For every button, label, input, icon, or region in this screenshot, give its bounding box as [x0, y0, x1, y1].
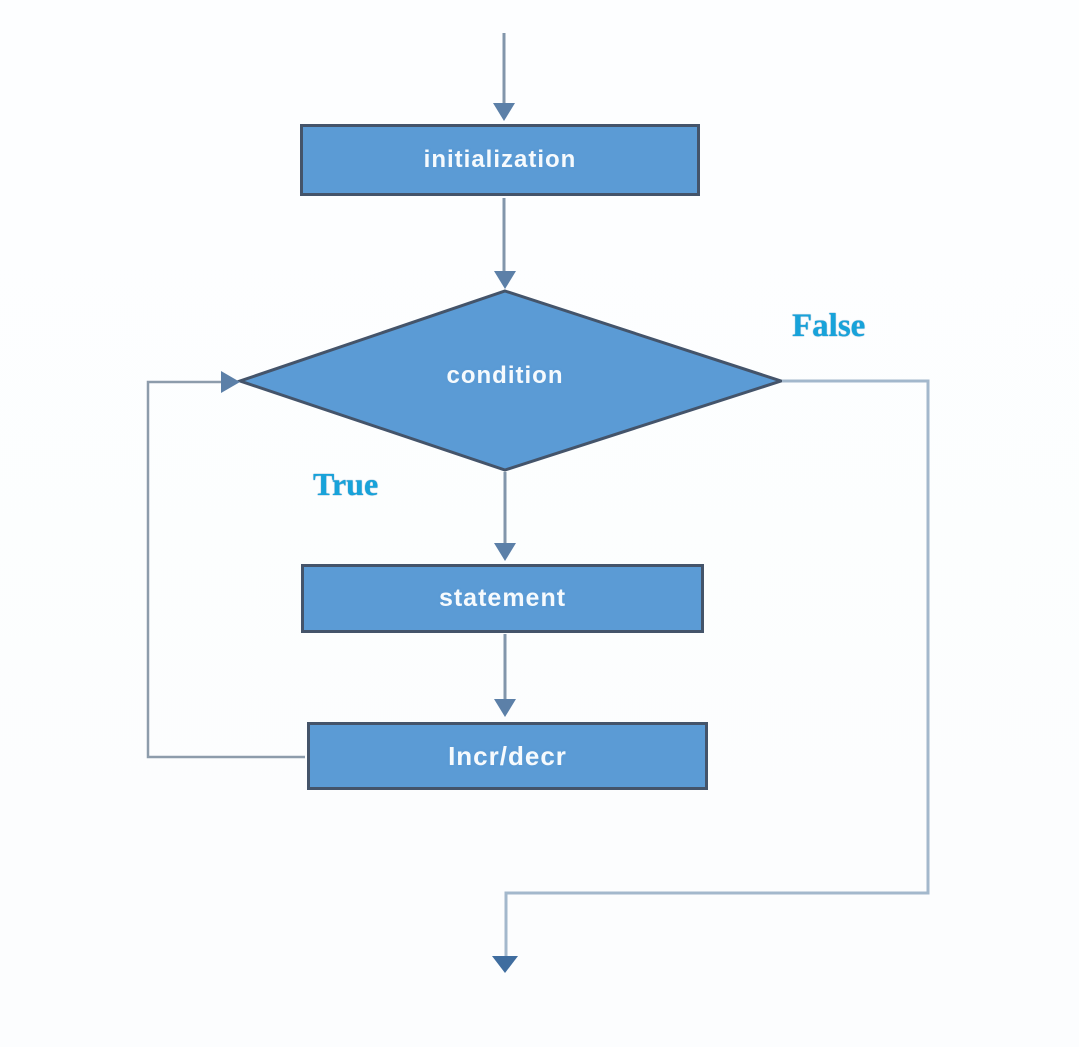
false-branch-label: False	[792, 308, 866, 344]
node-incr-decr: Incr/decr	[307, 722, 708, 790]
node-condition-label: condition	[446, 362, 564, 389]
node-statement-label: statement	[438, 584, 567, 612]
true-branch-label: True	[313, 466, 379, 502]
statement-to-incr-arrowhead-icon	[494, 699, 516, 717]
node-initialization: initialization	[300, 124, 700, 196]
condition-diamond-shape	[235, 289, 786, 472]
init-to-condition-arrowhead-icon	[494, 271, 516, 289]
entry-arrowhead-icon	[493, 103, 515, 121]
node-statement: statement	[301, 564, 704, 633]
node-initialization-label: initialization	[423, 146, 577, 173]
exit-arrowhead-icon	[492, 956, 518, 973]
false-branch-line	[504, 379, 930, 956]
loop-back-line	[146, 380, 305, 759]
loop-back-arrowhead-icon	[221, 371, 240, 393]
node-incr-decr-label: Incr/decr	[448, 740, 567, 771]
condition-to-statement-arrowhead-icon	[494, 543, 516, 561]
